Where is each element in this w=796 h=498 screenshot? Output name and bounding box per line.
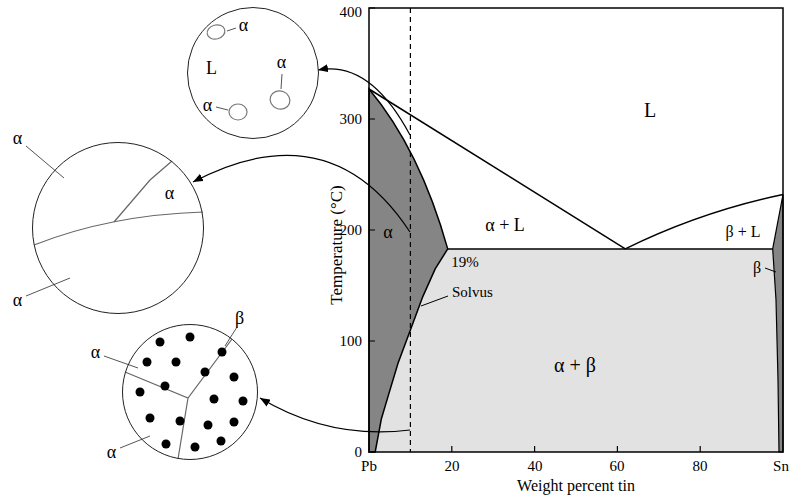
region-label: α + β [554, 355, 596, 375]
grain-boundary [114, 161, 172, 222]
alpha-nucleus [268, 88, 293, 112]
axis-title: Temperature (°C) [328, 185, 345, 304]
grain-boundary [125, 339, 232, 459]
composition-line [410, 8, 411, 452]
axis-ticks [369, 8, 700, 452]
leader-line [216, 107, 228, 110]
leader-line [421, 296, 448, 306]
region-label: 19% [451, 255, 479, 270]
leader-line [227, 28, 236, 31]
pointer-arrow [318, 69, 410, 135]
phase-label: α [107, 443, 116, 461]
microstructure-circle: αLαα [187, 7, 319, 139]
phase-label: β [235, 309, 244, 327]
pointer-arrow [260, 398, 410, 432]
region-label: α [383, 223, 392, 241]
axis-tick-label: Pb [361, 459, 377, 474]
leader-line [281, 74, 282, 89]
phase-label: α [203, 96, 212, 114]
alpha-region [369, 89, 448, 452]
microstructure-circle: ααα [32, 142, 204, 314]
axis-tick-label: 40 [528, 459, 543, 474]
phase-label: α [277, 53, 286, 71]
region-label: Solvus [452, 285, 493, 300]
axis-title: Weight percent tin [517, 478, 635, 494]
beta-precipitates [136, 333, 248, 452]
leader-line [120, 436, 150, 448]
axis-tick-label: 400 [340, 5, 363, 20]
region-label: L [644, 100, 656, 120]
axis-tick-label: Sn [773, 459, 789, 474]
liquidus-line [625, 195, 783, 249]
region-label: α + L [485, 216, 525, 234]
axis-tick-label: 0 [355, 445, 363, 460]
leader-line [104, 356, 138, 368]
phase-label: α [13, 129, 22, 147]
liquidus-line [369, 89, 625, 249]
eutectic-line [448, 248, 773, 250]
alpha-nucleus [205, 23, 226, 41]
phase-label: α [239, 16, 248, 34]
axis-tick-label: 80 [693, 459, 708, 474]
leader-line [26, 278, 70, 296]
beta-region [773, 195, 783, 453]
leader-line [26, 146, 64, 178]
phase-label: α [13, 291, 22, 309]
alpha-beta-region [375, 249, 779, 452]
phase-label: α [165, 184, 174, 202]
axis-tick-label: 100 [340, 334, 363, 349]
microstructure-circle: βαα [122, 324, 258, 460]
leader-line [765, 268, 776, 272]
phase-label: α [91, 343, 100, 361]
plot-frame [369, 8, 783, 452]
phase-label: L [206, 59, 217, 77]
region-label: β + L [726, 224, 761, 240]
axis-tick-label: 60 [610, 459, 625, 474]
axis-tick-label: 20 [445, 459, 460, 474]
alpha-nucleus [229, 104, 247, 120]
region-label: β [753, 260, 761, 276]
leader-line [225, 327, 237, 346]
pointer-arrow [193, 155, 410, 232]
axis-tick-label: 300 [340, 112, 363, 127]
